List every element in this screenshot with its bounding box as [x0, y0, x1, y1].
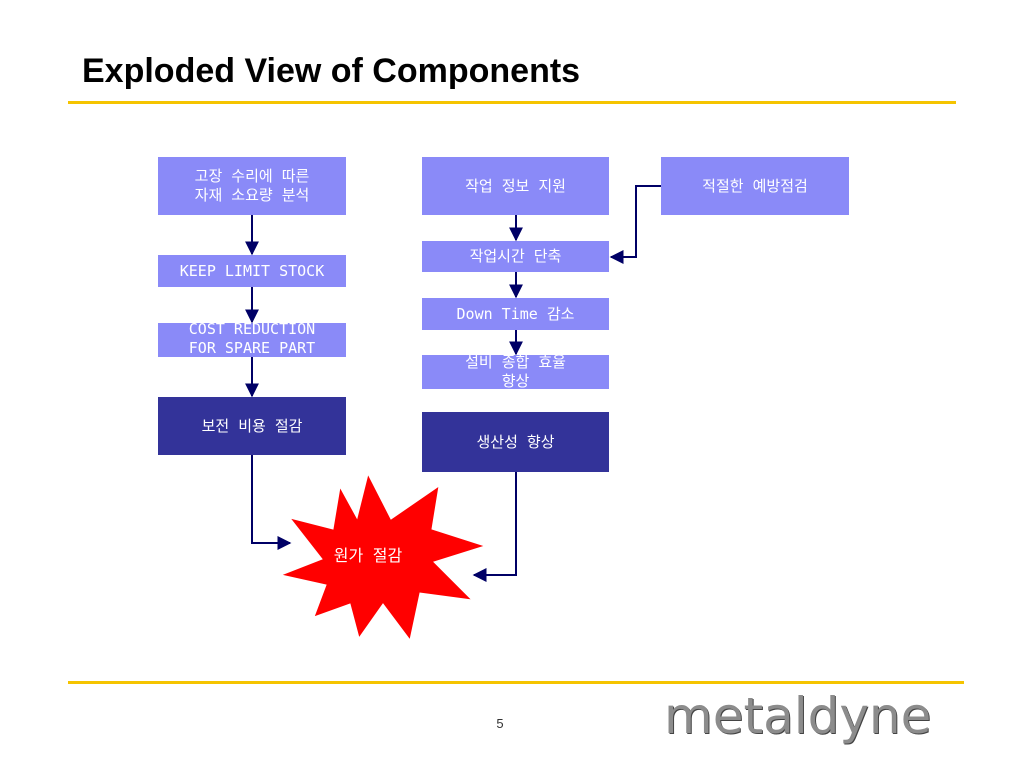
box-downtime: Down Time 감소 [422, 298, 609, 330]
top-rule [68, 101, 956, 104]
box-work-time-label: 작업시간 단축 [469, 247, 562, 265]
arrow-c5-burst [472, 472, 517, 582]
box-maintenance-cost: 보전 비용 절감 [158, 397, 346, 455]
box-oee: 설비 종합 효율 향상 [422, 355, 609, 389]
box-material-analysis-label: 고장 수리에 따른 자재 소요량 분석 [194, 167, 310, 204]
box-preventive-check: 적절한 예방점검 [661, 157, 849, 215]
metaldyne-logo: metaldyne [664, 687, 932, 745]
box-cost-reduction: COST REDUCTION FOR SPARE PART [158, 323, 346, 357]
box-work-info: 작업 정보 지원 [422, 157, 609, 215]
box-preventive-check-label: 적절한 예방점검 [702, 176, 808, 195]
bottom-rule [68, 681, 964, 684]
arrow-b4-burst [251, 455, 292, 550]
box-maintenance-cost-label: 보전 비용 절감 [201, 417, 303, 435]
box-productivity: 생산성 향상 [422, 412, 609, 472]
box-productivity-label: 생산성 향상 [476, 432, 555, 451]
box-keep-limit-stock-label: KEEP LIMIT STOCK [179, 261, 325, 280]
box-work-time: 작업시간 단축 [422, 241, 609, 272]
box-material-analysis: 고장 수리에 따른 자재 소요량 분석 [158, 157, 346, 215]
cost-reduction-burst [279, 472, 487, 642]
slide-title: Exploded View of Components [82, 52, 581, 90]
box-cost-reduction-label: COST REDUCTION FOR SPARE PART [188, 323, 316, 357]
box-oee-label: 설비 종합 효율 향상 [465, 355, 566, 389]
arrow-d1-c2 [609, 185, 661, 264]
box-work-info-label: 작업 정보 지원 [465, 176, 566, 195]
burst-label: 원가 절감 [333, 546, 403, 565]
box-keep-limit-stock: KEEP LIMIT STOCK [158, 255, 346, 287]
page-number: 5 [496, 716, 504, 731]
box-downtime-label: Down Time 감소 [456, 304, 575, 323]
